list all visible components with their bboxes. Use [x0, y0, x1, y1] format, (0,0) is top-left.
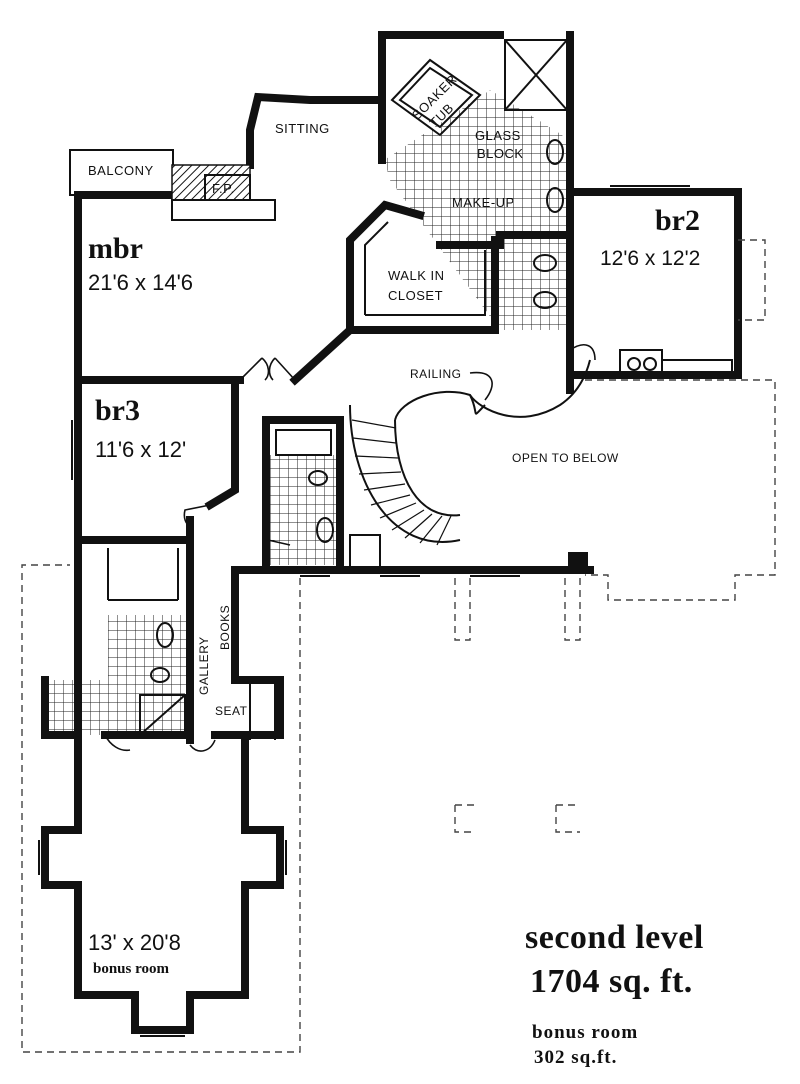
fireplace-label: F.P.: [212, 181, 235, 196]
area-caption: 1704 sq. ft.: [530, 963, 693, 1000]
glass-block-label: GLASS: [475, 128, 521, 143]
glass-block-label-2: BLOCK: [477, 146, 524, 161]
gallery-label: GALLERY: [197, 636, 211, 695]
br2-name: br2: [655, 204, 700, 237]
br3-size: 11'6 x 12': [95, 437, 186, 462]
seat-bay: [249, 680, 276, 740]
walk-in-label-2: CLOSET: [388, 288, 443, 303]
closet-shelves: [107, 221, 486, 601]
windows: [38, 185, 690, 1037]
bonus-room-name: bonus room: [93, 961, 170, 977]
spiral-staircase: [349, 359, 591, 572]
br3-name: br3: [95, 394, 140, 427]
seat-label: SEAT: [215, 704, 248, 718]
balcony: [69, 149, 276, 221]
bath-fixtures: [139, 139, 564, 736]
mbr-size: 21'6 x 14'6: [88, 270, 193, 295]
walls: [41, 31, 742, 1034]
lower-level-outline: [21, 379, 776, 1053]
level-caption: second level: [525, 919, 704, 956]
doors: [104, 344, 596, 752]
mbr-name: mbr: [88, 232, 143, 265]
bonus-room-area-caption: 302 sq.ft.: [534, 1047, 617, 1068]
open-to-below-label: OPEN TO BELOW: [512, 451, 619, 465]
railing-arrow: [469, 371, 493, 401]
books-label: BOOKS: [218, 605, 232, 650]
bonus-room-caption: bonus room: [532, 1022, 638, 1043]
make-up-label: MAKE-UP: [452, 195, 515, 210]
railing-label: RAILING: [410, 367, 462, 381]
balcony-label: BALCONY: [88, 163, 154, 178]
glass-block-shower: [504, 39, 568, 111]
br2-details: [619, 239, 766, 379]
walk-in-label: WALK IN: [388, 268, 444, 283]
tiled-floors: [45, 90, 570, 735]
soaker-tub: [390, 58, 482, 137]
bonus-room-size: 13' x 20'8: [88, 930, 181, 955]
br2-size: 12'6 x 12'2: [600, 247, 700, 270]
sitting-label: SITTING: [275, 121, 330, 136]
